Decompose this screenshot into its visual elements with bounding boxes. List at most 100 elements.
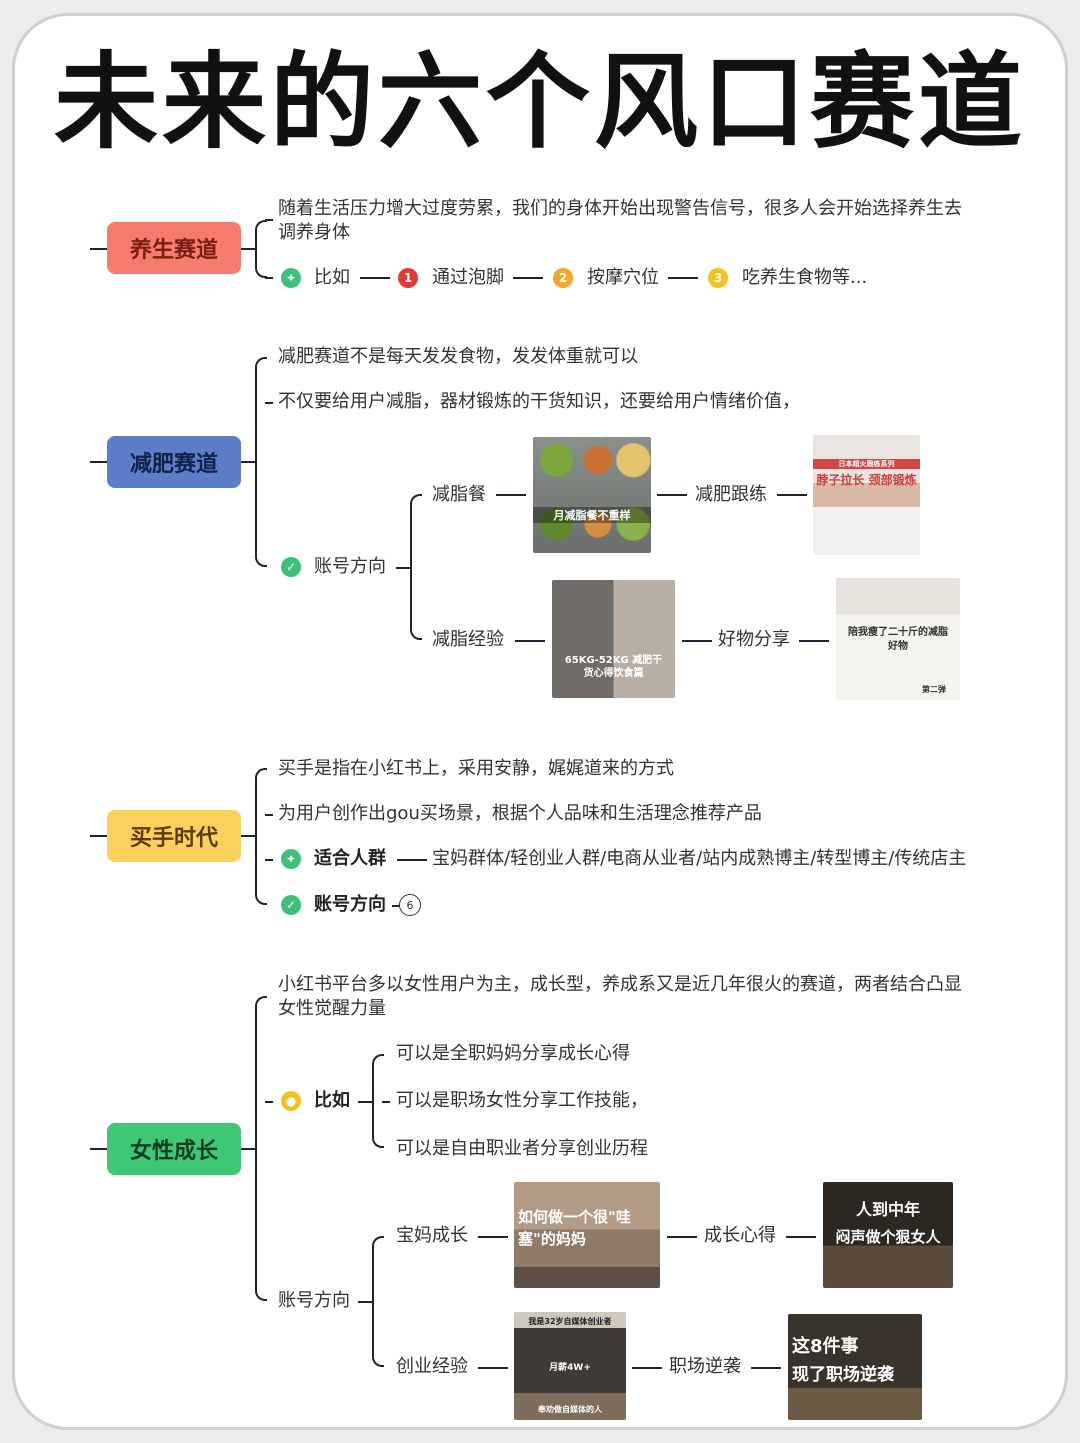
startup-image-caption-bottom: 奉劝做自媒体的人	[538, 1405, 602, 1414]
diet-node-meal: 减脂餐	[432, 484, 486, 505]
connector	[751, 1367, 781, 1369]
exercise-image-caption: 脖子拉长 颈部锻炼	[816, 473, 917, 487]
connector	[515, 640, 545, 642]
women-node-career: 职场逆袭	[669, 1356, 741, 1377]
connector	[90, 1148, 108, 1150]
strong-woman-caption: 闷声做个狠女人	[835, 1228, 941, 1246]
check-icon: ✓	[281, 557, 301, 577]
women-node-insights: 成长心得	[704, 1225, 776, 1246]
neck-exercise-image: 日本超火跟练系列 脖子拉长 颈部锻炼	[813, 435, 920, 555]
buyer-direction: 账号方向	[314, 894, 386, 915]
diet-node-experience: 减脂经验	[432, 629, 504, 650]
connector	[241, 248, 255, 250]
women-example-3: 可以是自由职业者分享创业历程	[396, 1138, 648, 1159]
buyer-text-1: 买手是指在小红书上，采用安静，娓娓道来的方式	[278, 758, 674, 779]
runner-icon: ✦	[281, 849, 301, 869]
women-description: 小红书平台多以女性用户为主，成长型，养成系又是近几年很火的赛道，两者结合凸显女性…	[278, 974, 962, 1019]
bracket	[372, 1054, 384, 1148]
node-women: 女性成长	[107, 1123, 241, 1175]
connector	[360, 277, 390, 279]
health-item-1: 通过泡脚	[432, 267, 504, 288]
node-buyer: 买手时代	[107, 810, 241, 862]
node-health: 养生赛道	[107, 222, 241, 274]
connector	[241, 461, 255, 463]
connector	[657, 494, 687, 496]
diet-text-1: 减肥赛道不是每天发发食物，发发体重就可以	[278, 346, 638, 367]
lightbulb-icon: ●	[281, 1091, 301, 1111]
node-women-label: 女性成长	[129, 1139, 218, 1164]
collapsed-count-badge[interactable]: 6	[399, 894, 421, 916]
runner-icon: ✦	[281, 268, 301, 288]
startup-experience-image: 我是32岁自媒体创业者 月薪4W+ 奉劝做自媒体的人	[514, 1312, 626, 1420]
connector	[667, 1236, 697, 1238]
connector	[397, 859, 427, 861]
connector	[682, 640, 712, 642]
bracket	[255, 220, 267, 278]
buyer-text-2: 为用户创作出gou买场景，根据个人品味和生活理念推荐产品	[278, 803, 762, 824]
connector	[668, 277, 698, 279]
connector	[90, 248, 108, 250]
connector	[265, 814, 273, 816]
node-diet: 减肥赛道	[107, 436, 241, 488]
meal-image-caption: 月减脂餐不重样	[533, 507, 651, 523]
women-example-1: 可以是全职妈妈分享成长心得	[396, 1043, 630, 1064]
connector	[799, 640, 829, 642]
health-example-label: 比如	[314, 267, 350, 288]
health-item-3: 吃养生食物等...	[742, 267, 868, 288]
career-comeback-image: 这8件事 现了职场逆袭	[788, 1314, 922, 1420]
bracket	[255, 768, 267, 905]
bracket	[372, 1236, 384, 1367]
weight-loss-goods-image: 陪我瘦了二十斤的减脂好物 第二弹	[836, 578, 960, 700]
bracket	[255, 357, 267, 567]
diet-text-2: 不仅要给用户减脂，器材锻炼的干货知识，还要给用户情绪价值，	[278, 391, 800, 412]
women-example-2: 可以是职场女性分享工作技能，	[396, 1090, 648, 1111]
node-health-label: 养生赛道	[129, 238, 218, 263]
exercise-image-caption-top: 日本超火跟练系列	[813, 459, 920, 469]
mom-growth-image: 如何做一个很"哇塞"的妈妈	[514, 1182, 660, 1288]
mom-image-caption: 如何做一个很"哇塞"的妈妈	[518, 1208, 631, 1248]
connector	[241, 835, 255, 837]
strong-woman-image: 人到中年 闷声做个狠女人	[823, 1182, 953, 1288]
connector	[241, 1148, 255, 1150]
connector	[496, 494, 526, 496]
women-node-startup: 创业经验	[396, 1356, 468, 1377]
startup-image-caption-top: 我是32岁自媒体创业者	[528, 1317, 612, 1326]
meal-prep-image: 月减脂餐不重样	[533, 437, 651, 553]
connector	[265, 219, 273, 221]
experience-image-caption: 65KG-52KG 减肥干货心得饮食篇	[564, 655, 663, 679]
buyer-fit-label: 适合人群	[314, 848, 386, 869]
connector	[478, 1236, 508, 1238]
connector	[382, 1101, 390, 1103]
goods-image-subcaption: 第二弹	[922, 685, 946, 694]
connector	[265, 277, 273, 279]
health-description: 随着生活压力增大过度劳累，我们的身体开始出现警告信号，很多人会开始选择养生去调养…	[278, 198, 962, 243]
number-two-icon: 2	[553, 268, 573, 288]
diet-node-followalong: 减肥跟练	[695, 484, 767, 505]
node-diet-label: 减肥赛道	[129, 452, 218, 477]
connector	[265, 1101, 273, 1103]
bracket	[410, 494, 422, 640]
connector	[358, 1301, 372, 1303]
connector	[265, 402, 273, 404]
connector	[396, 567, 410, 569]
node-buyer-label: 买手时代	[129, 826, 218, 851]
strong-woman-caption-top: 人到中年	[855, 1200, 920, 1219]
health-item-2: 按摩穴位	[587, 267, 659, 288]
goods-image-caption: 陪我瘦了二十斤的减脂好物	[848, 627, 948, 652]
startup-image-caption-mid: 月薪4W+	[549, 1363, 591, 1373]
number-three-icon: 3	[708, 268, 728, 288]
women-direction: 账号方向	[278, 1290, 350, 1311]
buyer-fit-text: 宝妈群体/轻创业人群/电商从业者/站内成熟博主/转型博主/传统店主	[432, 848, 967, 869]
connector	[632, 1367, 662, 1369]
connector	[90, 461, 108, 463]
number-one-icon: 1	[398, 268, 418, 288]
career-image-caption: 现了职场逆袭	[792, 1365, 894, 1385]
check-icon: ✓	[281, 895, 301, 915]
connector	[513, 277, 543, 279]
bracket	[255, 996, 267, 1301]
connector	[265, 859, 273, 861]
connector	[777, 494, 807, 496]
connector	[786, 1236, 816, 1238]
career-image-caption-top: 这8件事	[792, 1336, 859, 1357]
diet-node-goods: 好物分享	[718, 629, 790, 650]
